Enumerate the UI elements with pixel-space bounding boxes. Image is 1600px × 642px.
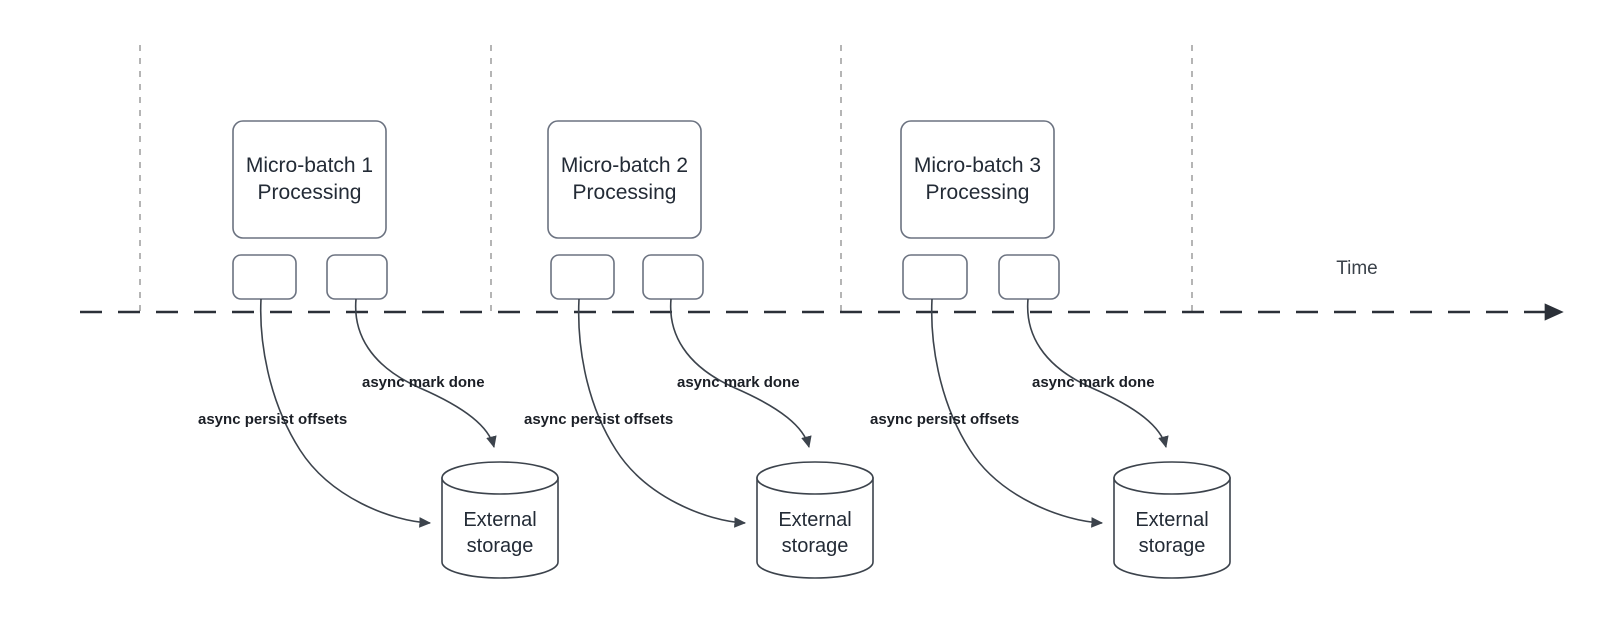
external-storage-3[interactable]: External storage (1113, 461, 1231, 579)
time-axis: Time (80, 258, 1564, 321)
micro-batch-2-box[interactable]: Micro-batch 2 Processing (547, 120, 702, 239)
task-box-2a[interactable] (550, 254, 615, 300)
micro-batch-3-line1: Micro-batch 3 (914, 154, 1041, 177)
micro-batch-2-rect[interactable] (547, 120, 702, 239)
external-storage-1-line1: External (463, 509, 536, 531)
edge-label-mark-done-2: async mark done (677, 374, 800, 391)
edge-mark-done-2 (669, 298, 812, 449)
task-box-3b[interactable] (998, 254, 1060, 300)
group-3: Micro-batch 3 Processing async persist o… (870, 120, 1231, 579)
task-box-2b[interactable] (642, 254, 704, 300)
group-2: Micro-batch 2 Processing async persist o… (524, 120, 874, 579)
micro-batch-3-box[interactable]: Micro-batch 3 Processing (900, 120, 1055, 239)
micro-batch-2-line1: Micro-batch 2 (561, 154, 688, 177)
edge-label-persist-offsets-3: async persist offsets (870, 411, 1019, 428)
external-storage-2-line2: storage (782, 535, 849, 557)
task-box-1b[interactable] (326, 254, 388, 300)
external-storage-1-line2: storage (467, 535, 534, 557)
micro-batch-1-line1: Micro-batch 1 (246, 154, 373, 177)
task-box-1a[interactable] (232, 254, 297, 300)
edge-mark-done-1 (354, 298, 497, 449)
edge-label-persist-offsets-2: async persist offsets (524, 411, 673, 428)
edge-label-persist-offsets-1: async persist offsets (198, 411, 347, 428)
external-storage-1-body[interactable] (441, 477, 559, 579)
edge-mark-done-3 (1026, 298, 1169, 449)
external-storage-1[interactable]: External storage (441, 461, 559, 579)
external-storage-1-top (441, 461, 559, 495)
micro-batch-1-line2: Processing (258, 181, 362, 204)
external-storage-2[interactable]: External storage (756, 461, 874, 579)
edge-persist-offsets-1 (259, 298, 432, 528)
edge-label-mark-done-3: async mark done (1032, 374, 1155, 391)
edge-label-mark-done-1: async mark done (362, 374, 485, 391)
external-storage-3-line2: storage (1139, 535, 1206, 557)
edge-persist-offsets-3 (930, 298, 1104, 528)
timeline-dividers (139, 45, 1193, 316)
external-storage-2-body[interactable] (756, 477, 874, 579)
micro-batch-3-line2: Processing (926, 181, 1030, 204)
external-storage-3-line1: External (1135, 509, 1208, 531)
task-box-3a[interactable] (902, 254, 968, 300)
time-axis-label: Time (1336, 258, 1378, 279)
micro-batch-3-rect[interactable] (900, 120, 1055, 239)
micro-batch-1-box[interactable]: Micro-batch 1 Processing (232, 120, 387, 239)
external-storage-3-top (1113, 461, 1231, 495)
external-storage-3-body[interactable] (1113, 477, 1231, 579)
micro-batch-2-line2: Processing (573, 181, 677, 204)
micro-batch-1-rect[interactable] (232, 120, 387, 239)
group-1: Micro-batch 1 Processing async persist o… (198, 120, 559, 579)
external-storage-2-top (756, 461, 874, 495)
external-storage-2-line1: External (778, 509, 851, 531)
edge-persist-offsets-2 (577, 298, 747, 528)
